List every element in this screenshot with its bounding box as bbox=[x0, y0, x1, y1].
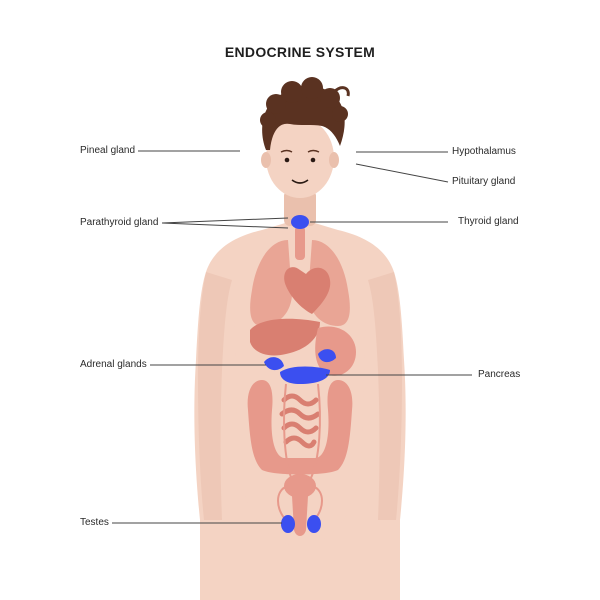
small-intestine bbox=[279, 393, 321, 449]
label-pineal-gland: Pineal gland bbox=[80, 145, 136, 156]
label-hypothalamus: Hypothalamus bbox=[452, 146, 516, 157]
label-parathyroid-gland: Parathyroid gland bbox=[80, 217, 159, 228]
bladder bbox=[284, 474, 316, 498]
label-adrenal-glands: Adrenal glands bbox=[80, 359, 147, 370]
thyroid-gland bbox=[291, 215, 309, 229]
penis bbox=[292, 496, 308, 536]
heart bbox=[284, 267, 331, 314]
testis-right bbox=[307, 515, 321, 533]
liver bbox=[250, 318, 320, 356]
pancreas-gland bbox=[280, 366, 330, 384]
stomach bbox=[315, 326, 356, 376]
large-intestine bbox=[247, 380, 353, 475]
label-testes: Testes bbox=[80, 517, 109, 528]
face bbox=[280, 149, 320, 184]
leader-lines bbox=[112, 150, 472, 524]
hair bbox=[260, 77, 350, 150]
label-pancreas: Pancreas bbox=[478, 369, 521, 380]
adrenal-gland-right bbox=[318, 349, 336, 363]
testis-left bbox=[281, 515, 295, 533]
adrenal-gland-left bbox=[264, 357, 284, 371]
trachea bbox=[295, 226, 305, 260]
ureters bbox=[283, 383, 321, 481]
glands bbox=[264, 215, 336, 533]
page-title: ENDOCRINE SYSTEM bbox=[224, 44, 376, 60]
label-pituitary-gland: Pituitary gland bbox=[452, 176, 516, 187]
label-thyroid-gland: Thyroid gland bbox=[458, 216, 519, 227]
